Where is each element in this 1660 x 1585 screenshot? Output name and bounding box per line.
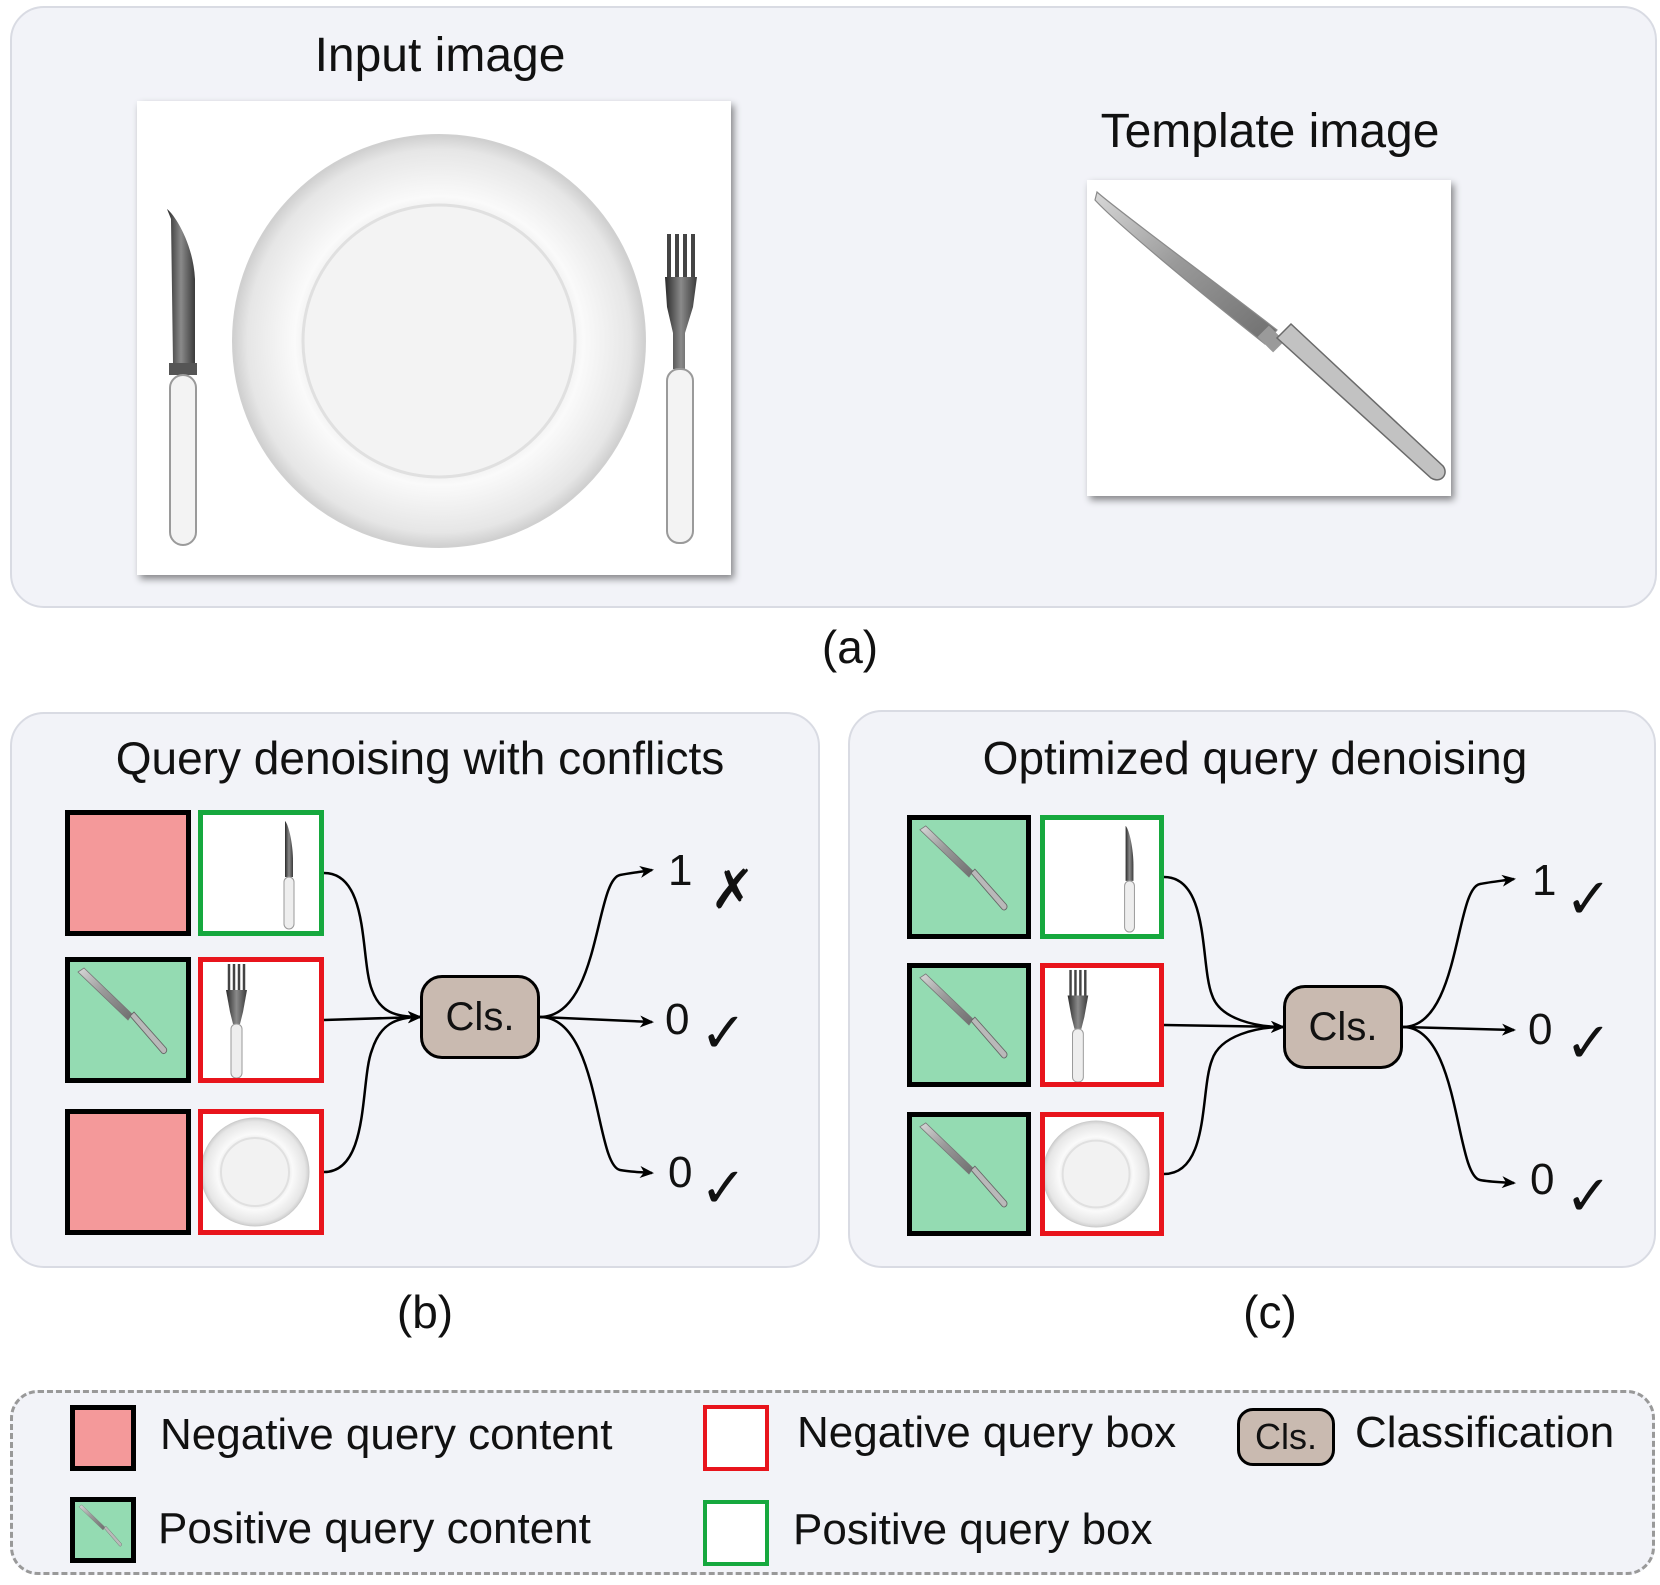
- negative-query-box-plate: [1040, 1112, 1164, 1236]
- negative-query-box-plate: [198, 1109, 324, 1235]
- legend-classification-label: Classification: [1355, 1408, 1615, 1457]
- plate-icon: [1045, 1120, 1150, 1228]
- output-c-3-value: 0: [1530, 1155, 1555, 1204]
- legend-negative-content-label: Negative query content: [160, 1410, 613, 1459]
- input-image-title: Input image: [314, 29, 566, 82]
- classifier-c: Cls.: [1283, 985, 1403, 1069]
- positive-query-content: [907, 963, 1031, 1087]
- arrow-b-in-1: [323, 871, 422, 1023]
- fork-icon: [667, 234, 695, 279]
- check-mark-icon: ✓: [700, 1001, 747, 1064]
- positive-query-box-knife: [1040, 815, 1164, 939]
- check-mark-icon: ✓: [1565, 1011, 1612, 1074]
- legend-classifier-swatch: Cls.: [1237, 1408, 1335, 1466]
- caption-c: (c): [1243, 1286, 1297, 1338]
- legend-positive-content-swatch: [70, 1497, 136, 1563]
- positive-query-content: [65, 957, 191, 1083]
- knife-icon: [1094, 190, 1446, 481]
- legend-positive-content-label: Positive query content: [158, 1504, 591, 1553]
- plate-icon: [232, 134, 646, 548]
- arrow-b-in-3: [323, 1015, 421, 1174]
- check-mark-icon: ✓: [1565, 867, 1612, 930]
- arrow-c-out-1: [1402, 874, 1516, 1029]
- positive-query-content: [907, 1112, 1031, 1236]
- caption-a: (a): [821, 621, 879, 673]
- legend-negative-content-swatch: [70, 1405, 136, 1471]
- input-image: [137, 101, 731, 575]
- caption-b: (b): [396, 1286, 454, 1338]
- arrow-b-out-1: [539, 866, 654, 1019]
- fork-icon: [226, 964, 247, 1078]
- arrow-b-out-2: [539, 1015, 654, 1028]
- arrow-c-out-3: [1402, 1025, 1516, 1189]
- legend-positive-box-label: Positive query box: [793, 1505, 1153, 1554]
- legend-positive-box-swatch: [703, 1500, 769, 1566]
- output-b-2-value: 0: [665, 995, 690, 1044]
- panel-c-title: Optimized query denoising: [982, 732, 1528, 784]
- output-b-3-value: 0: [668, 1148, 693, 1197]
- negative-query-content: [65, 1109, 191, 1235]
- knife-icon: [283, 821, 295, 930]
- classifier-b: Cls.: [420, 975, 540, 1059]
- negative-query-box-fork: [1040, 963, 1164, 1087]
- fork-icon: [1067, 969, 1089, 1082]
- positive-query-content: [907, 815, 1031, 939]
- arrow-c-in-3: [1163, 1025, 1284, 1176]
- template-image: [1087, 180, 1451, 496]
- check-mark-icon: ✓: [1565, 1164, 1612, 1227]
- arrow-b-out-3: [539, 1015, 654, 1178]
- output-c-1-value: 1: [1532, 856, 1557, 905]
- cross-mark-icon: ✗: [710, 860, 756, 920]
- output-b-1-value: 1: [668, 846, 693, 895]
- arrow-c-in-2: [1163, 1020, 1285, 1033]
- panel-b-title: Query denoising with conflicts: [115, 732, 725, 784]
- positive-query-box-knife: [198, 810, 324, 936]
- legend: [10, 1390, 1655, 1575]
- arrow-c-in-1: [1163, 875, 1285, 1033]
- negative-query-content: [65, 810, 191, 936]
- legend-negative-box-label: Negative query box: [797, 1408, 1177, 1457]
- output-c-2-value: 0: [1528, 1005, 1553, 1054]
- knife-icon: [167, 209, 197, 546]
- template-image-title: Template image: [1100, 105, 1440, 158]
- arrow-c-out-2: [1402, 1023, 1516, 1036]
- plate-icon: [203, 1117, 310, 1227]
- negative-query-box-fork: [198, 957, 324, 1083]
- check-mark-icon: ✓: [700, 1156, 747, 1219]
- knife-icon: [1124, 825, 1135, 933]
- legend-negative-box-swatch: [703, 1405, 769, 1471]
